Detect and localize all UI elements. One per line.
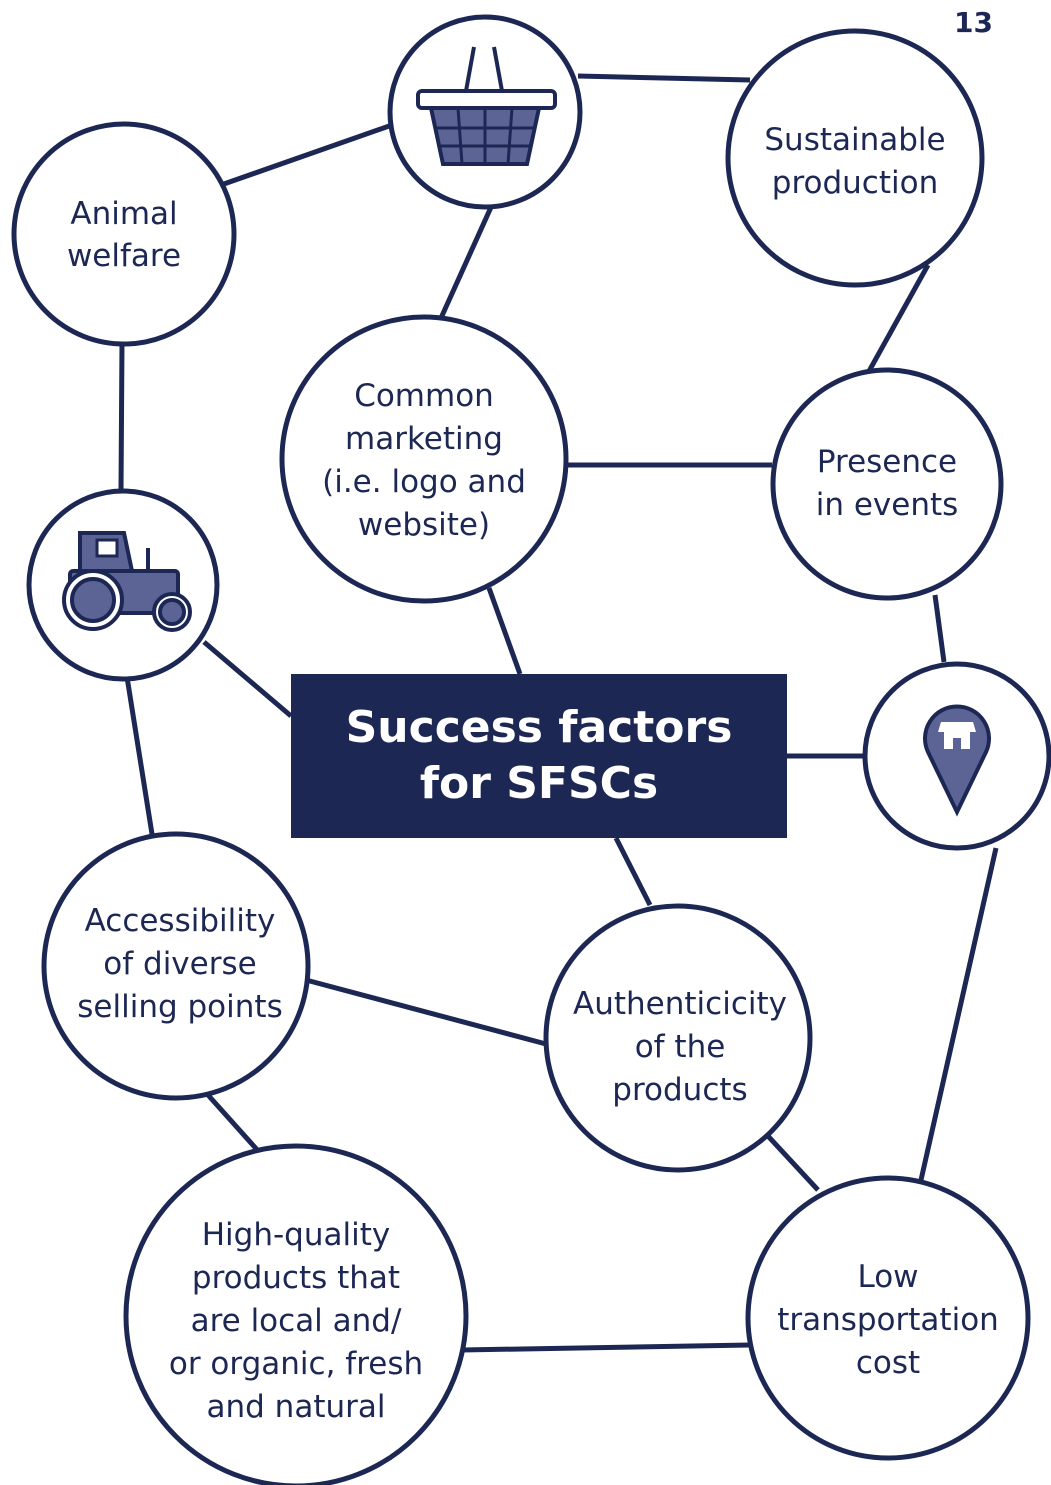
connector-sustainable-presence bbox=[865, 263, 931, 375]
label-presence-in-events-line-1: Presence bbox=[817, 444, 957, 480]
node-high-quality bbox=[123, 1143, 469, 1485]
node-authenticity bbox=[543, 903, 813, 1173]
shopping-basket-icon bbox=[416, 46, 557, 166]
label-high-quality-line-3: are local and/ bbox=[191, 1303, 402, 1339]
page-number: 13 bbox=[954, 6, 993, 39]
node-animal-welfare bbox=[11, 121, 237, 347]
connector-tractor-center bbox=[202, 640, 293, 718]
connector-marketing-center bbox=[486, 587, 523, 675]
center-title-box: Success factors for SFSCs bbox=[291, 674, 787, 838]
label-authenticity-line-3: products bbox=[612, 1072, 747, 1108]
connector-quality-lowtransport bbox=[461, 1342, 751, 1353]
node-common-marketing bbox=[279, 314, 569, 604]
label-common-marketing-line-4: website) bbox=[358, 507, 490, 543]
label-common-marketing-line-3: (i.e. logo and bbox=[322, 464, 526, 500]
label-high-quality-line-5: and natural bbox=[207, 1389, 386, 1425]
connector-presence-store bbox=[932, 594, 947, 663]
label-presence-in-events-line-2: in events bbox=[816, 487, 959, 523]
connector-animal-tractor bbox=[118, 341, 125, 492]
store-location-pin-icon bbox=[923, 704, 991, 817]
center-title: Success factors for SFSCs bbox=[345, 702, 733, 809]
label-common-marketing-line-1: Common bbox=[354, 378, 494, 414]
node-presence-in-events bbox=[770, 367, 1004, 601]
connector-accessibility-authenticity bbox=[305, 977, 547, 1047]
label-sustainable-production-line-2: production bbox=[772, 165, 938, 201]
label-low-transport-line-2: transportation bbox=[777, 1302, 999, 1338]
connector-basket-sustainable bbox=[577, 73, 751, 83]
node-circles bbox=[11, 14, 1051, 1485]
connector-accessibility-quality bbox=[206, 1093, 262, 1155]
label-common-marketing-line-2: marketing bbox=[345, 421, 503, 457]
node-labels: Animal welfare Sustainable productionCommon… bbox=[67, 122, 999, 1425]
connector-basket-marketing bbox=[438, 203, 495, 320]
label-accessibility-line-1: Accessibility bbox=[85, 903, 276, 939]
connector-animal-basket bbox=[220, 122, 393, 188]
connector-center-authenticity bbox=[613, 836, 653, 907]
label-low-transport-line-3: cost bbox=[856, 1345, 920, 1381]
label-high-quality-line-4: or organic, fresh bbox=[169, 1346, 423, 1382]
connector-authenticity-lowtransport bbox=[765, 1133, 820, 1192]
node-accessibility bbox=[41, 831, 311, 1101]
label-accessibility-line-2: of diverse bbox=[103, 946, 256, 982]
label-high-quality-line-2: products that bbox=[192, 1260, 400, 1296]
label-high-quality-line-1: High-quality bbox=[202, 1217, 390, 1253]
label-sustainable-production-line-1: Sustainable bbox=[764, 122, 945, 158]
connector-store-lowtransport bbox=[918, 847, 999, 1181]
label-animal-welfare-line-1: Animal bbox=[70, 196, 177, 232]
connectors bbox=[118, 73, 999, 1353]
label-low-transport-line-1: Low bbox=[857, 1259, 918, 1295]
tractor-icon bbox=[62, 531, 192, 632]
label-authenticity-line-1: Authenticicity bbox=[573, 986, 787, 1022]
label-animal-welfare-line-2: welfare bbox=[67, 238, 181, 274]
node-low-transport bbox=[745, 1175, 1031, 1461]
label-accessibility-line-3: selling points bbox=[77, 989, 282, 1025]
label-authenticity-line-2: of the bbox=[635, 1029, 726, 1065]
connector-tractor-accessibility bbox=[124, 676, 155, 835]
node-sustainable-production bbox=[725, 28, 985, 288]
